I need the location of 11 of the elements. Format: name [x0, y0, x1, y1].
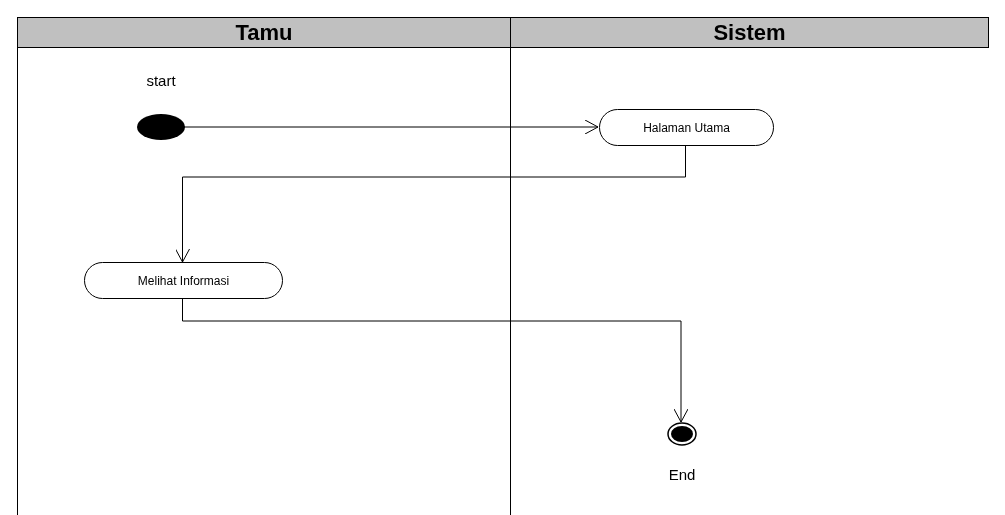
- flow-arrow: [175, 145, 686, 263]
- lane-header: Tamu: [18, 17, 510, 48]
- activity-box: Melihat Informasi: [84, 262, 283, 299]
- node-caption: End: [668, 465, 696, 485]
- swimlane: [510, 17, 989, 515]
- swimlane: [17, 17, 510, 515]
- flow-arrow: [183, 119, 599, 135]
- flow-arrow: [182, 298, 689, 423]
- node-caption: start: [146, 71, 176, 91]
- lane-header: Sistem: [511, 17, 989, 48]
- activity-box: Halaman Utama: [599, 109, 774, 146]
